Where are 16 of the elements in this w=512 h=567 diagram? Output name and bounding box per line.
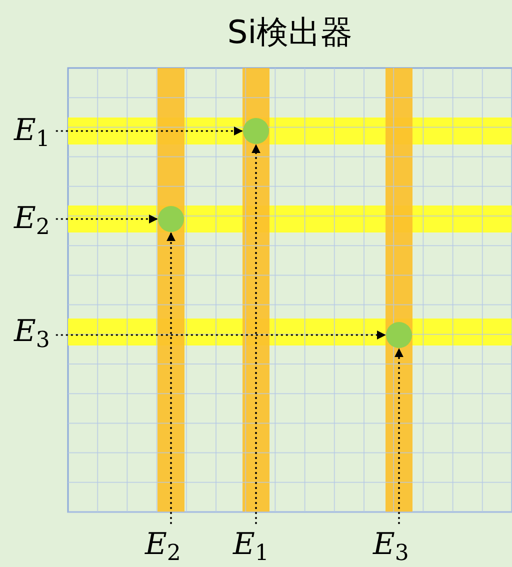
arrow xyxy=(166,232,176,524)
energy-label: E$_{2}$ xyxy=(14,202,50,245)
energy-label: E$_{2}$ xyxy=(145,528,181,567)
arrow xyxy=(394,348,404,524)
arrow xyxy=(56,214,158,224)
energy-label: E$_{1}$ xyxy=(233,528,269,567)
arrow xyxy=(56,126,243,136)
detection-dot xyxy=(158,206,184,232)
energy-label: E$_{3}$ xyxy=(373,528,409,567)
arrow xyxy=(56,330,386,340)
detection-dot xyxy=(386,322,412,348)
detection-dot xyxy=(243,118,269,144)
energy-label: E$_{3}$ xyxy=(14,315,50,358)
energy-label: E$_{1}$ xyxy=(14,114,50,157)
arrow xyxy=(252,144,260,524)
title: Si検出器 xyxy=(226,12,354,52)
